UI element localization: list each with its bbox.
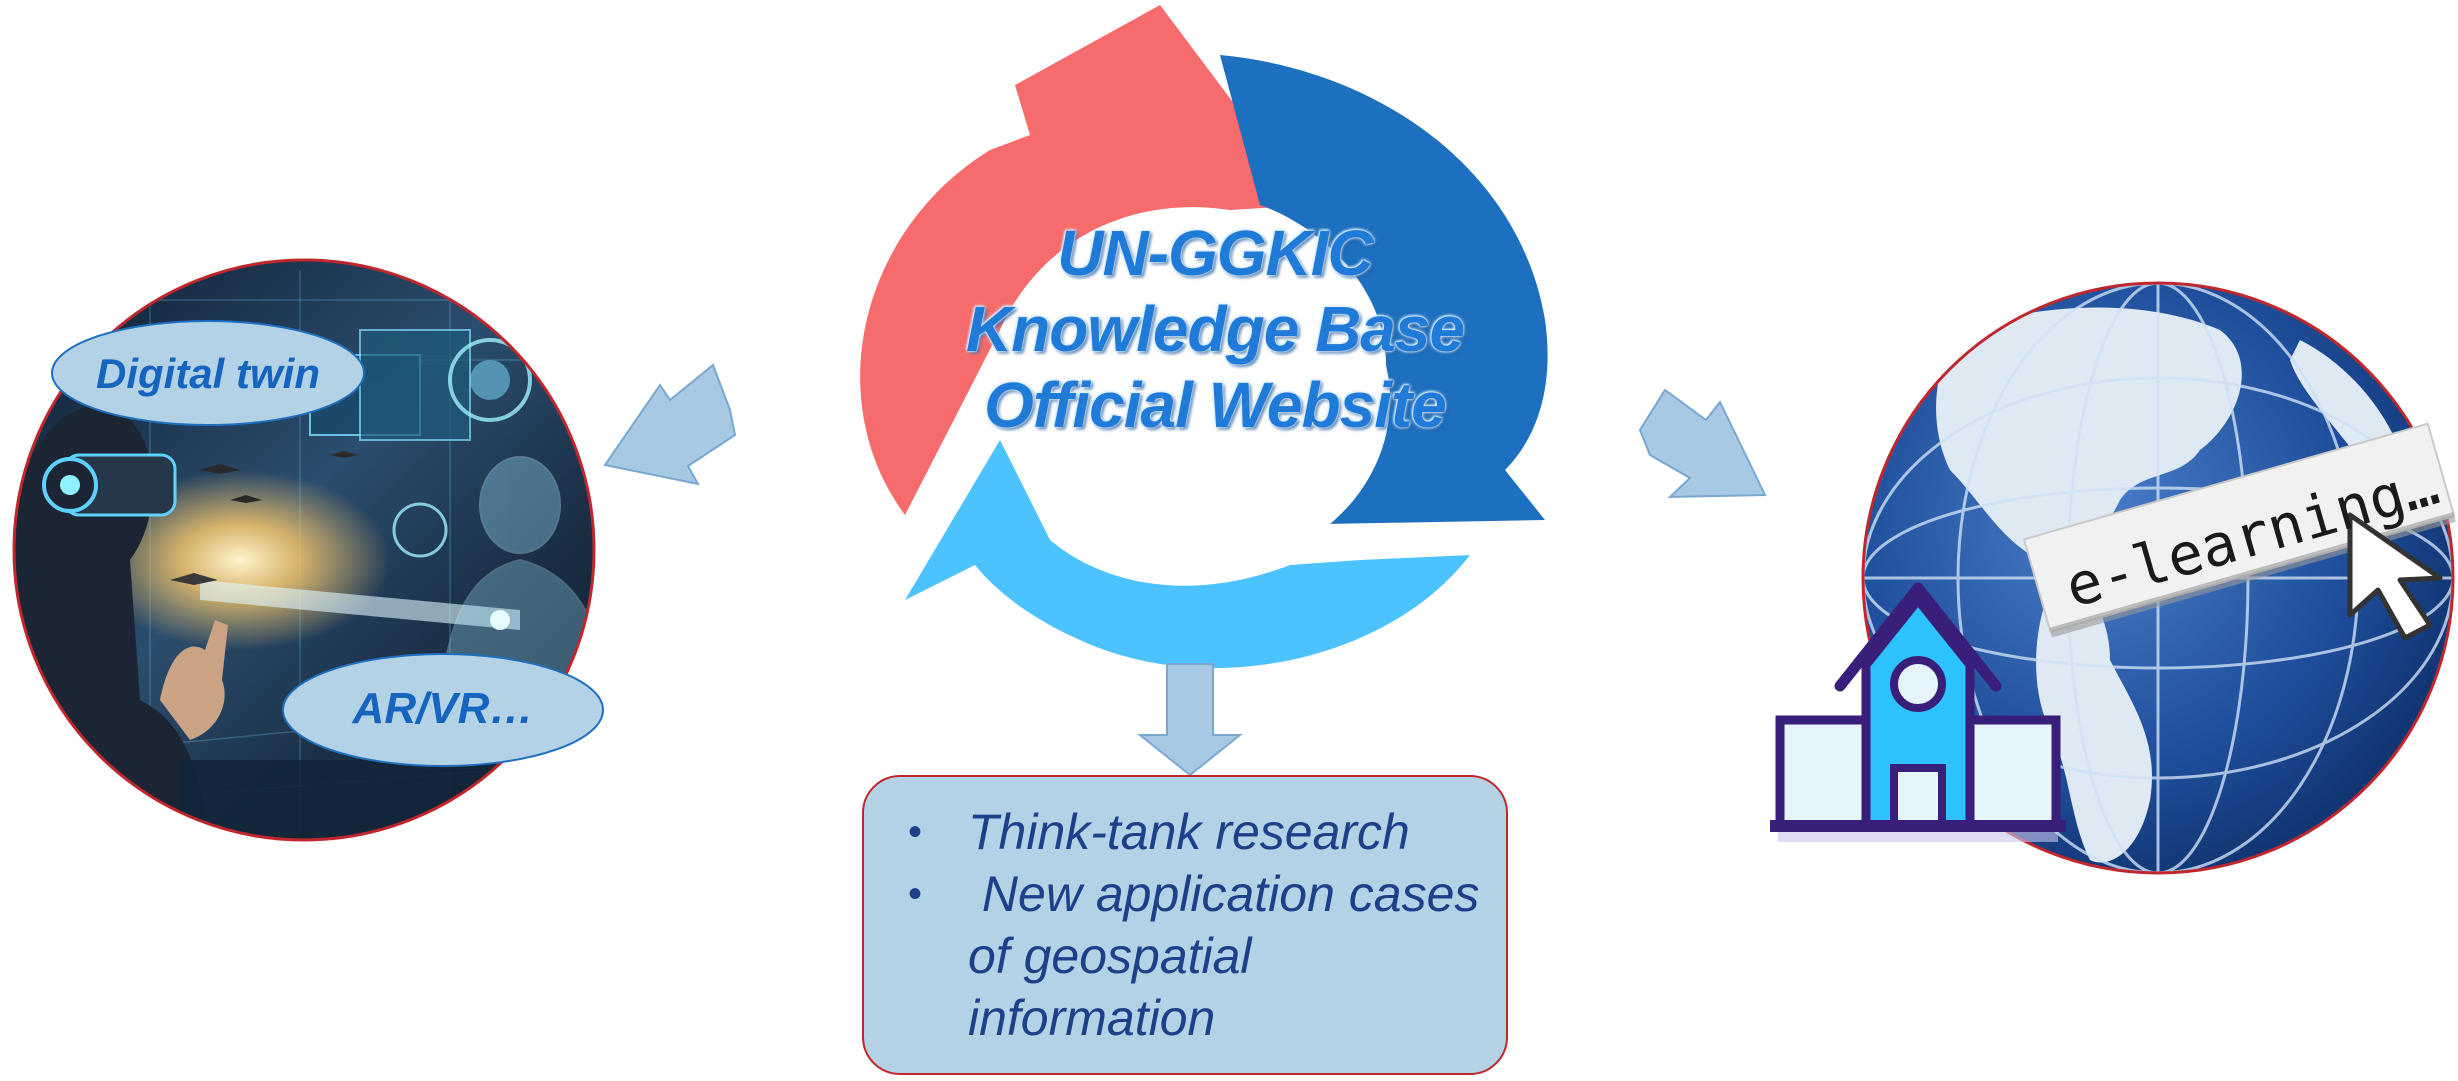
info-list: • Think-tank research • New application … — [900, 801, 1500, 1049]
cycle-segment-red — [860, 5, 1310, 515]
bullet: • — [908, 810, 923, 854]
mouse-cursor-icon — [2347, 512, 2443, 641]
cycle-diagram — [860, 5, 1548, 669]
list-item: • Think-tank research — [900, 801, 1500, 863]
cycle-segment-light-blue — [905, 440, 1470, 669]
label-ar-vr: AR/VR… — [352, 684, 534, 733]
label-digital-twin: Digital twin — [96, 350, 320, 397]
bubble-digital-twin — [51, 320, 365, 426]
arrow-down — [1137, 663, 1243, 777]
info-box: • Think-tank research • New application … — [862, 775, 1508, 1075]
list-item-text: Think-tank research — [968, 804, 1410, 860]
bullet: • — [908, 872, 923, 916]
center-title: UN-GGKIC Knowledge Base Official Website — [850, 215, 1580, 443]
arrow-left — [603, 363, 737, 486]
title-line-3: Official Website — [984, 369, 1447, 441]
title-line-2: Knowledge Base — [965, 293, 1465, 365]
bubble-ar-vr — [282, 653, 604, 767]
list-item: • New application cases of geospatial in… — [900, 863, 1500, 1049]
cycle-segment-dark-blue — [1220, 55, 1548, 525]
title-line-1: UN-GGKIC — [1057, 217, 1374, 289]
list-item-text: New application cases of geospatial info… — [968, 866, 1494, 1046]
arrow-right — [1638, 388, 1767, 499]
school-building-icon — [1770, 582, 2066, 842]
